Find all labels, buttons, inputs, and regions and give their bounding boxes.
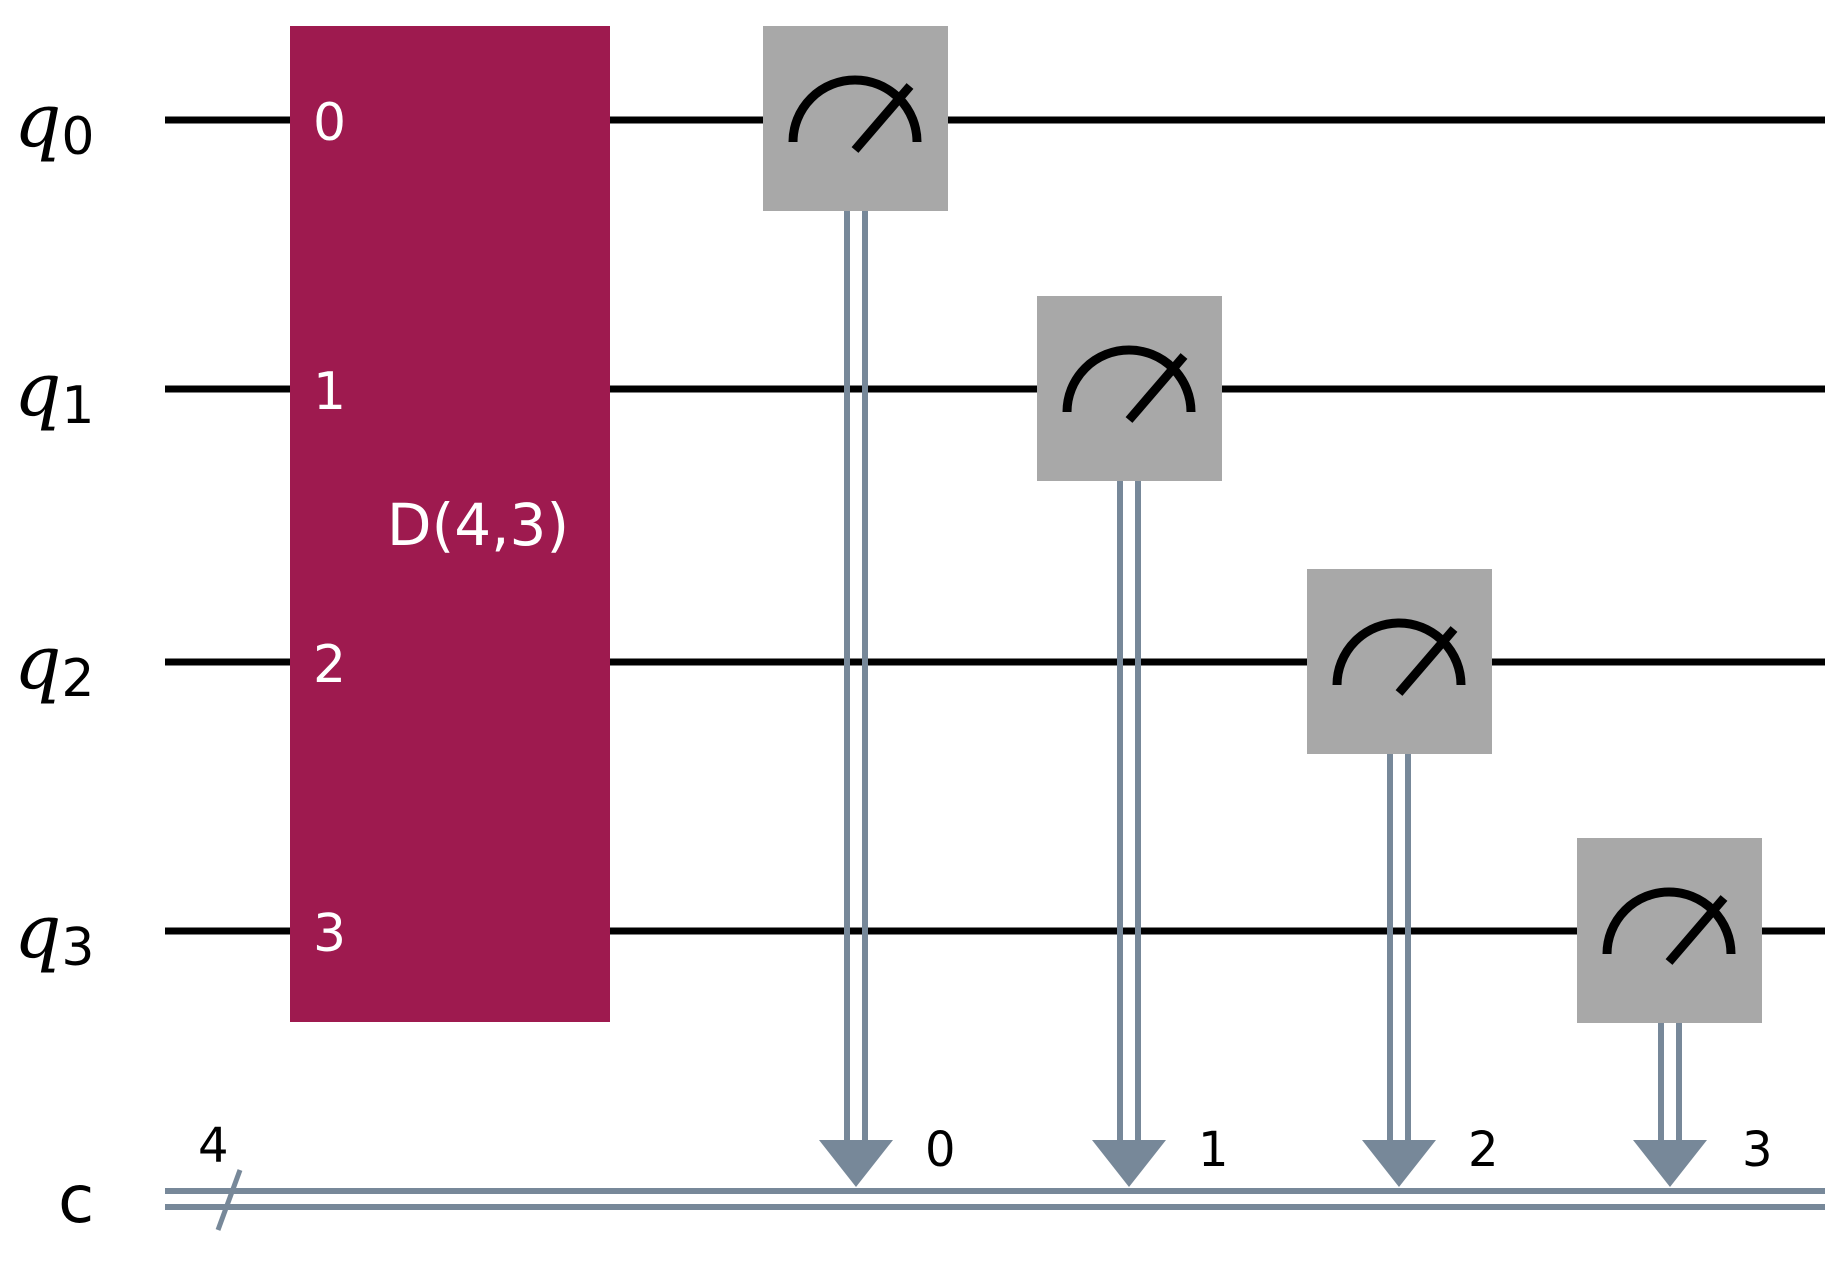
meter-0-needle [851, 83, 914, 153]
register-size-label: 4 [198, 1118, 229, 1174]
measure-1-arrowhead [1092, 1140, 1166, 1187]
gate-pin-1: 1 [313, 362, 346, 422]
measure-0-box[interactable] [763, 26, 948, 211]
qubit-labels: q0 q1 q2 q3 c [14, 78, 94, 1238]
measurement-2[interactable]: 2 [1307, 569, 1499, 1187]
classical-wire: 4 [165, 1118, 1825, 1231]
qubit-label-2: q2 [14, 620, 94, 709]
measure-3-bit-label: 3 [1742, 1122, 1773, 1178]
classical-register-label: c [58, 1161, 94, 1238]
register-slash [215, 1169, 243, 1231]
meter-2-needle [1395, 626, 1458, 696]
measure-0-bit-label: 0 [925, 1122, 956, 1178]
meter-1-icon [1062, 345, 1196, 413]
measure-1-box[interactable] [1037, 296, 1222, 481]
measurement-3[interactable]: 3 [1577, 838, 1773, 1187]
measure-2-arrowhead [1362, 1140, 1436, 1187]
dicke-gate-box[interactable] [290, 26, 610, 1022]
measure-2-box[interactable] [1307, 569, 1492, 754]
measure-1-bit-label: 1 [1198, 1122, 1229, 1178]
gate-pin-3: 3 [313, 904, 346, 964]
measure-2-bit-label: 2 [1468, 1122, 1499, 1178]
meter-1-needle [1125, 353, 1188, 423]
dicke-gate[interactable]: 0 1 2 3 D(4,3) [290, 26, 610, 1022]
measurement-1[interactable]: 1 [1037, 296, 1229, 1187]
qubit-label-1: q1 [14, 347, 94, 436]
measure-3-box[interactable] [1577, 838, 1762, 1023]
gate-name-label: D(4,3) [387, 491, 569, 559]
measure-3-arrowhead [1633, 1140, 1707, 1187]
meter-3-icon [1602, 887, 1736, 955]
gate-pin-2: 2 [313, 635, 346, 695]
qubit-label-0: q0 [14, 78, 94, 167]
qubit-label-3: q3 [14, 889, 94, 978]
meter-2-icon [1332, 618, 1466, 686]
meter-3-needle [1665, 895, 1728, 965]
meter-0-icon [788, 75, 922, 143]
gate-pin-0: 0 [313, 93, 346, 153]
measure-0-arrowhead [819, 1140, 893, 1187]
measurement-0[interactable]: 0 [763, 26, 956, 1187]
